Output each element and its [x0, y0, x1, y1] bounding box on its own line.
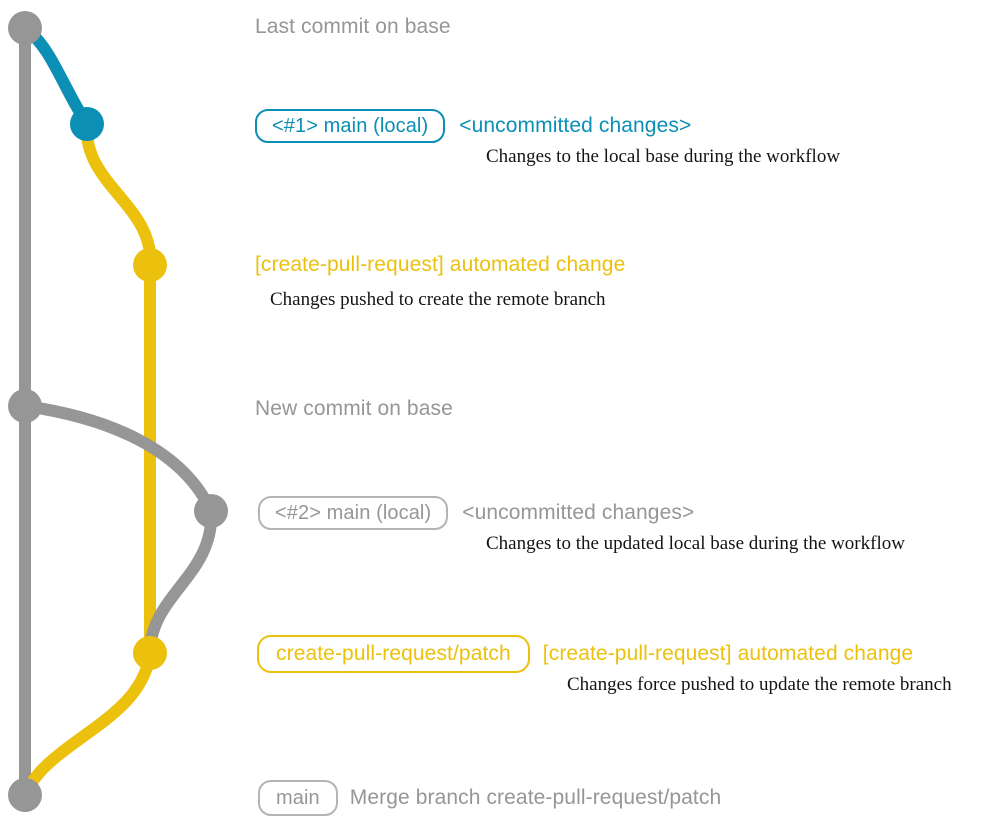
- ref-badge-main-local-1[interactable]: <#1> main (local): [255, 109, 446, 143]
- row-local-commit-1: <#1> main (local) <uncommitted changes>: [0, 109, 981, 143]
- row-merge-commit: main Merge branch create-pull-request/pa…: [0, 780, 981, 816]
- commit-node-local-2[interactable]: [194, 494, 228, 528]
- commit-node-automated-2[interactable]: [133, 636, 167, 670]
- row-automated-change-2: create-pull-request/patch [create-pull-r…: [0, 635, 981, 673]
- row-new-commit-on-base: New commit on base: [0, 396, 981, 422]
- ref-badge-main-local-2[interactable]: <#2> main (local): [258, 496, 449, 530]
- row-automated-change-1: [create-pull-request] automated change: [0, 252, 981, 278]
- commit-note-automated-change-1: Changes pushed to create the remote bran…: [270, 289, 606, 310]
- commit-heading-new-commit-on-base: New commit on base: [255, 397, 453, 420]
- row-local-commit-2: <#2> main (local) <uncommitted changes>: [0, 496, 981, 530]
- commit-subject-local-1: <uncommitted changes>: [459, 114, 692, 137]
- row-last-commit-on-base: Last commit on base: [0, 14, 981, 40]
- commit-subject-local-2: <uncommitted changes>: [462, 501, 695, 524]
- commit-node-base-merge[interactable]: [8, 778, 42, 812]
- ref-badge-main[interactable]: main: [258, 780, 338, 816]
- commit-node-automated-1[interactable]: [133, 248, 167, 282]
- commit-subject-automated-change-2: [create-pull-request] automated change: [542, 642, 914, 665]
- edge-local2-to-automated2: [144, 505, 218, 659]
- edge-basenew-to-local2: [19, 400, 217, 517]
- commit-heading-automated-change-1: [create-pull-request] automated change: [255, 253, 626, 276]
- commit-note-local-1: Changes to the local base during the wor…: [486, 146, 841, 167]
- commit-heading-last-commit-on-base: Last commit on base: [255, 15, 451, 38]
- commit-nodes: [8, 11, 228, 812]
- ref-badge-create-pull-request-patch[interactable]: create-pull-request/patch: [257, 635, 530, 673]
- commit-node-base-new[interactable]: [8, 389, 42, 423]
- commit-node-local-1[interactable]: [70, 107, 104, 141]
- edge-automated2-to-merge: [19, 647, 156, 801]
- commit-subject-merge: Merge branch create-pull-request/patch: [349, 786, 722, 809]
- edge-local1-to-automated1: [80, 118, 157, 271]
- commit-node-base-top[interactable]: [8, 11, 42, 45]
- commit-note-local-2: Changes to the updated local base during…: [486, 533, 905, 554]
- commit-note-automated-change-2: Changes force pushed to update the remot…: [567, 674, 952, 695]
